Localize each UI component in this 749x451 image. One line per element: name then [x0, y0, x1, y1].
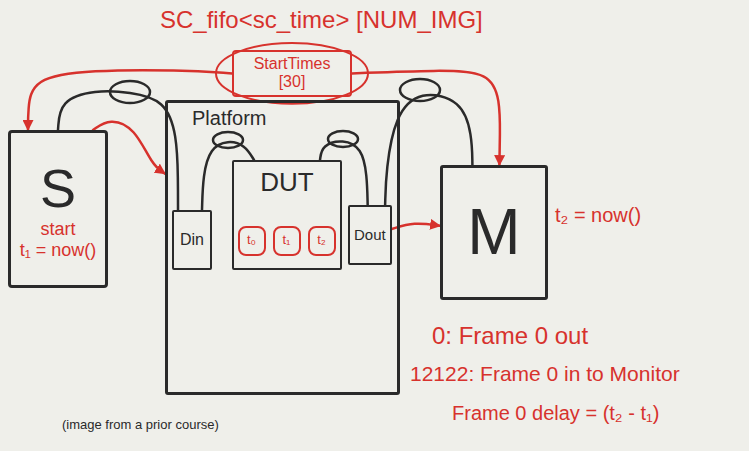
- note: 0: Frame 0 out: [432, 322, 588, 350]
- note: 12122: Frame 0 in to Monitor: [410, 362, 680, 386]
- fifo-declaration: SC_fifo<sc_time> [NUM_IMG]: [160, 6, 483, 34]
- node-note: t₂ = now(): [555, 204, 641, 227]
- fifo-oval: [213, 132, 243, 148]
- node-title: t₂: [317, 233, 326, 248]
- node-title: DUT: [260, 168, 313, 198]
- node-title: Din: [180, 231, 204, 249]
- fifo-oval: [400, 79, 440, 101]
- node-title: t₀: [247, 233, 256, 248]
- note: Frame 0 delay = (t₂ - t₁): [452, 402, 659, 425]
- connector-group: [28, 70, 500, 229]
- fifo-oval: [328, 131, 358, 147]
- monitor-box: Mt₂ = now(): [440, 165, 548, 300]
- source-note: (image from a prior course): [62, 418, 219, 433]
- node-title: Dout: [354, 226, 386, 243]
- dut-box: t₀ t₁ t₂ DUT: [232, 160, 342, 270]
- fifo-box: StartTimes [30]: [232, 50, 352, 97]
- connector: [352, 71, 500, 165]
- connector: [202, 142, 254, 210]
- source-box: Sstartt₁ = now(): [8, 130, 108, 288]
- node-title: Platform: [192, 107, 266, 130]
- stage-box: t₀: [238, 226, 266, 256]
- node-title: S: [40, 157, 76, 219]
- process-box: Din: [172, 210, 212, 270]
- node-note: start: [40, 219, 75, 240]
- stage-box: t₁: [273, 226, 301, 256]
- fifo-oval: [216, 43, 368, 104]
- node-title: StartTimes [30]: [242, 55, 342, 92]
- node-note: t₁ = now(): [20, 240, 97, 261]
- fifo-oval: [110, 81, 150, 103]
- platform-box: Din t₀ t₁ t₂ DUT Dout Platform: [165, 100, 400, 395]
- connector: [320, 141, 368, 205]
- stage-box: t₂: [308, 226, 336, 256]
- node-title: t₁: [283, 233, 291, 248]
- process-box: Dout: [348, 205, 392, 265]
- node-title: M: [467, 196, 520, 270]
